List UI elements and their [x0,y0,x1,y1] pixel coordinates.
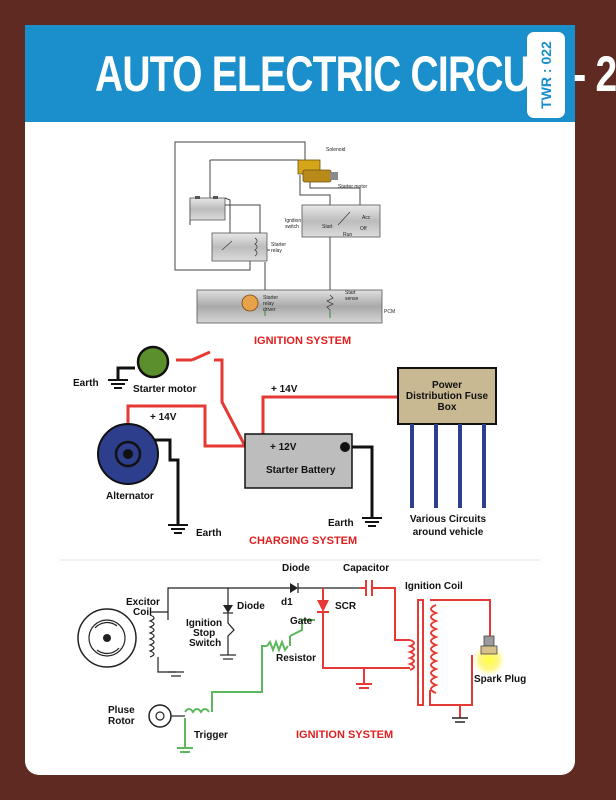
starter-motor-icon [136,345,170,379]
wire [174,195,251,271]
ignition-bottom-caption: IGNITION SYSTEM [296,729,393,741]
ignition-switch-label-2: switch [285,224,299,230]
fuse-label-3: Box [438,402,457,413]
starter-relay-box [211,232,268,262]
charging-caption: CHARGING SYSTEM [249,535,357,547]
wire [348,445,374,518]
wire [261,395,398,446]
wire [214,358,263,448]
earth-left-label: Earth [73,378,99,389]
diode-top-label: Diode [282,563,310,574]
capacitor-label: Capacitor [343,563,389,574]
gate-label: Gate [290,616,313,627]
charging-section [97,345,497,534]
d1-label: d1 [281,597,293,608]
relay-label-1: Starter [271,242,286,248]
scr-label: SCR [335,601,357,612]
start-sense-label-2: sense [345,296,359,302]
ignition-coil-label: Ignition Coil [405,581,463,592]
v12-label: + 12V [270,442,297,453]
pcm-label: PCM [384,309,395,315]
excitor-label-2: Coil [133,607,152,618]
off-label: Off [360,226,367,232]
alternator-label: Alternator [106,491,154,502]
battery-label: Starter Battery [266,465,336,476]
rotor-label-2: Rotor [108,716,135,727]
ignition-switch-box [301,204,381,238]
wire [116,366,135,380]
spark-plug-label: Spark Plug [474,674,526,685]
trigger-label: Trigger [194,730,228,741]
run-label: Run [343,232,352,238]
wire [224,197,231,235]
fuse-label-1: Power [432,380,462,391]
start-sense-label-1: Start [345,290,356,296]
ignition-switch-label-1: Ignition [285,218,301,224]
header-banner: AUTO ELECTRIC CIRCUIT - 2 TWR : 022 [25,25,616,122]
relay-label-2: relay [271,248,282,254]
wire [126,404,263,448]
earth-batt-label: Earth [328,518,354,529]
ignition-top-caption: IGNITION SYSTEM [254,335,351,347]
fuse-box [397,367,497,425]
fuse-label-2: Distribution Fuse [406,391,489,402]
solenoid-label: Solenoid [326,147,346,153]
battery-small [189,196,226,221]
v14-left-label: + 14V [150,412,177,423]
wire [174,141,306,195]
earth-alt-label: Earth [196,528,222,539]
relay-driver-label-3: driver [263,307,276,313]
stop-switch-label-3: Switch [189,638,221,649]
relay-driver-label-1: Starter [263,295,278,301]
relay-driver-label-2: relay [263,301,274,307]
ignition-bottom-section [77,580,505,753]
diode-mid-label: Diode [237,601,265,612]
circuits-label-2: around vehicle [413,527,484,538]
starter-motor-small-label: Starter motor [338,184,368,190]
wire [299,175,331,210]
alternator-icon [97,423,159,485]
acc-label: Acc [362,215,371,221]
battery-box [244,433,353,489]
stop-switch-label-1: Ignition [186,618,222,629]
solenoid-component [297,159,338,183]
wire [140,438,180,525]
circuits-label-1: Various Circuits [410,514,487,525]
v14-top-label: + 14V [271,384,298,395]
start-label: Start [322,224,333,230]
stop-switch-label-2: Stop [193,628,215,639]
diagram-canvas: Solenoid Starter motor Starter relay Ign… [60,141,540,753]
code-badge: TWR : 022 [527,32,565,118]
rotor-label-1: Pluse [108,705,135,716]
starter-motor-label: Starter motor [133,384,196,395]
excitor-label-1: Excitor [126,597,160,608]
resistor-label: Resistor [276,653,316,664]
pcm-module [196,289,383,324]
